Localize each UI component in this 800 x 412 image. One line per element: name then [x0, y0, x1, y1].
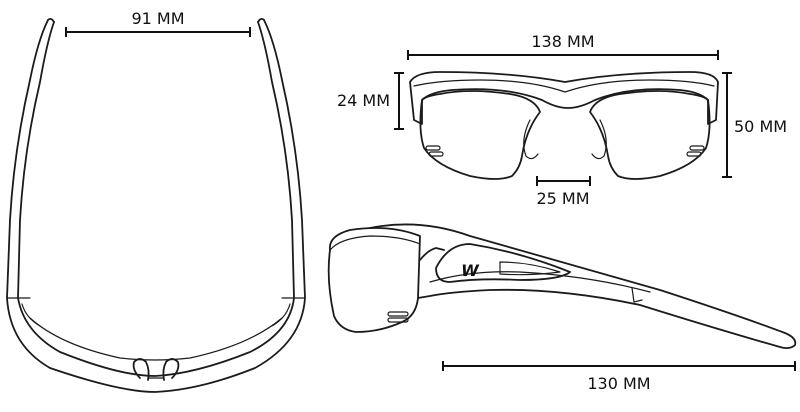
- side-logo-slot: [499, 261, 561, 276]
- side-view: W: [327, 223, 797, 350]
- side-temple-hinge: [419, 247, 445, 261]
- front-right-lens: [589, 90, 711, 180]
- frame-height-label: 50 MM: [734, 117, 787, 136]
- front-right-vent-1: [689, 145, 705, 151]
- front-view: [409, 71, 719, 180]
- right-temple-tip: [257, 17, 265, 23]
- lens-height-label: 24 MM: [337, 91, 390, 110]
- top-view-outline: [6, 19, 306, 393]
- temple-length-dimension: 130 MM: [442, 361, 796, 393]
- side-vent-2: [387, 317, 409, 323]
- side-vent-1: [387, 311, 409, 317]
- bridge-width-label: 25 MM: [536, 189, 589, 208]
- temple-width-label: 91 MM: [131, 9, 184, 28]
- side-logo-mark: W: [461, 261, 480, 280]
- side-temple-notch: [631, 287, 643, 303]
- front-left-vent-2: [428, 151, 444, 157]
- left-nose-pad: [132, 358, 150, 381]
- side-temple-lower: [429, 271, 651, 293]
- frame-width-label: 138 MM: [531, 32, 594, 51]
- front-right-vent-2: [686, 151, 702, 157]
- temple-width-dimension: 91 MM: [65, 9, 251, 37]
- side-front-cap: [329, 235, 421, 251]
- frame-height-dimension: 50 MM: [722, 72, 787, 178]
- top-view-inner-outline: [17, 21, 295, 377]
- front-brow-bar: [409, 71, 719, 125]
- left-temple-tip: [47, 17, 55, 23]
- top-view: [6, 17, 306, 393]
- left-endpiece: [21, 303, 41, 327]
- side-temple-arm: [369, 223, 797, 350]
- temple-length-label: 130 MM: [587, 374, 650, 393]
- front-left-nose-pad: [523, 119, 539, 160]
- frame-width-dimension: 138 MM: [407, 32, 719, 60]
- right-endpiece: [271, 303, 291, 327]
- front-left-vent-1: [425, 145, 441, 151]
- right-nose-pad: [162, 358, 180, 381]
- front-left-lens: [419, 90, 541, 180]
- front-right-nose-pad: [591, 119, 607, 160]
- front-lens-curve: [29, 317, 283, 361]
- bridge-width-dimension: 25 MM: [536, 176, 591, 208]
- side-logo-panel: [435, 243, 571, 283]
- front-brow-inner: [413, 79, 715, 93]
- lens-height-dimension: 24 MM: [337, 72, 404, 130]
